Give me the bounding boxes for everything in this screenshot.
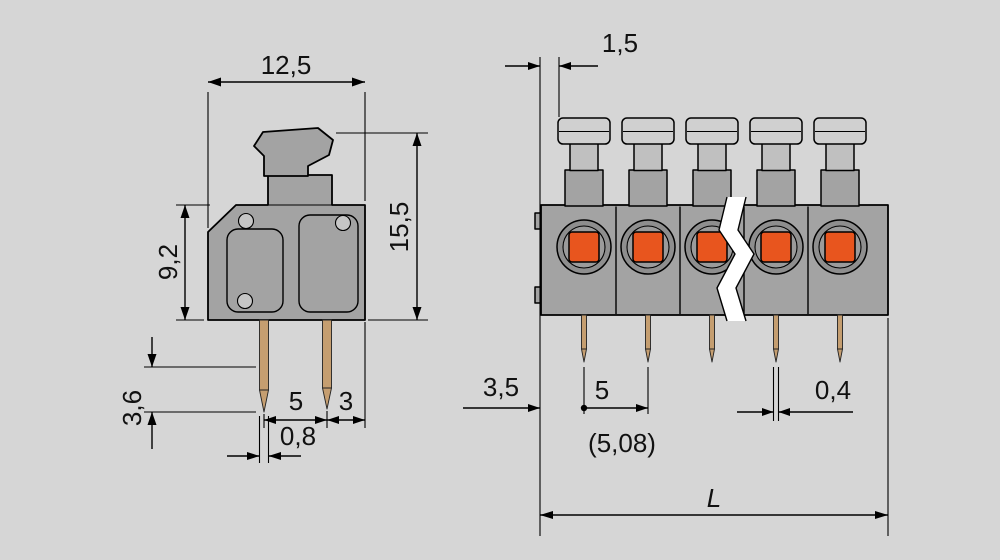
arrowhead (147, 354, 157, 367)
arrowhead (875, 511, 888, 519)
arrowhead (528, 404, 540, 412)
dim-overall-height-label: 15,5 (384, 202, 414, 253)
break-line (716, 196, 755, 322)
dim-pin-thickness: 0,8 (227, 416, 316, 463)
dim-overall-height: 15,5 (336, 132, 428, 321)
side-solder-pin-left (259, 319, 269, 413)
break-edge (735, 196, 755, 322)
pin-shaft (259, 319, 269, 391)
dim-pin-width-label: 0,4 (815, 375, 851, 405)
dim-edge-to-first-pin: 3,5 (463, 372, 540, 412)
dim-button-offset: 1,5 (505, 28, 638, 117)
arrowhead (412, 307, 422, 320)
arrowhead (327, 416, 339, 424)
clamp-window-left (226, 228, 284, 313)
dim-total-length: L (540, 318, 889, 536)
arrowhead (762, 408, 774, 416)
dim-total-length-label: L (707, 483, 721, 513)
dim-pin-tip-length: 3,6 (117, 337, 256, 449)
arrowhead (268, 452, 281, 460)
arrowhead (559, 62, 571, 70)
arrowhead (180, 307, 190, 320)
dim-housing-height: 9,2 (153, 204, 210, 321)
dim-button-offset-label: 1,5 (602, 28, 638, 58)
pin-shaft (322, 319, 332, 389)
clamp-window-right (298, 214, 359, 313)
dimension-origin-dot (580, 404, 588, 412)
arrowhead (208, 77, 221, 87)
arrowhead (353, 416, 365, 424)
side-housing-body (207, 174, 366, 321)
dim-pole-pitch: 5 (5,08) (580, 367, 656, 458)
arrowhead (412, 133, 422, 146)
arrowhead (264, 416, 276, 424)
arrowhead (636, 404, 648, 412)
arrowhead (247, 452, 260, 460)
dim-pin-pitch-label: 5 (289, 386, 303, 416)
arrowhead (315, 416, 327, 424)
front-view: 1,5 3,5 5 (5,08) 0,4 (463, 28, 889, 536)
mounting-hole-top-left (237, 212, 255, 230)
dim-pin-thickness-label: 0,8 (280, 421, 316, 451)
dim-pin-width: 0,4 (737, 367, 853, 421)
mounting-hole-top-right (334, 214, 352, 232)
dim-pole-pitch-label: 5 (595, 375, 609, 405)
pin-tip (322, 387, 332, 410)
arrowhead (180, 205, 190, 218)
actuation-lever (253, 127, 334, 177)
dim-pin-edge-label: 3 (339, 386, 353, 416)
dim-overall-width-label: 12,5 (261, 50, 312, 80)
arrowhead (352, 77, 365, 87)
arrowhead (528, 62, 540, 70)
dim-pole-pitch-alt-label: (5,08) (588, 428, 656, 458)
dim-pin-tip-length-label: 3,6 (117, 390, 147, 426)
side-solder-pin-right (322, 319, 332, 410)
arrowhead (147, 412, 157, 425)
side-view: 12,5 15,5 9,2 3,6 (117, 50, 428, 463)
arrowhead (778, 408, 790, 416)
dim-housing-height-label: 9,2 (153, 244, 183, 280)
break-edge (716, 196, 736, 322)
mounting-hole-bottom-left (236, 292, 254, 310)
arrowhead (540, 511, 553, 519)
dim-pin-pitch-and-edge: 5 3 (263, 322, 366, 428)
dim-edge-to-first-pin-label: 3,5 (483, 372, 519, 402)
break-band (717, 197, 754, 321)
pin-tip (259, 389, 269, 413)
